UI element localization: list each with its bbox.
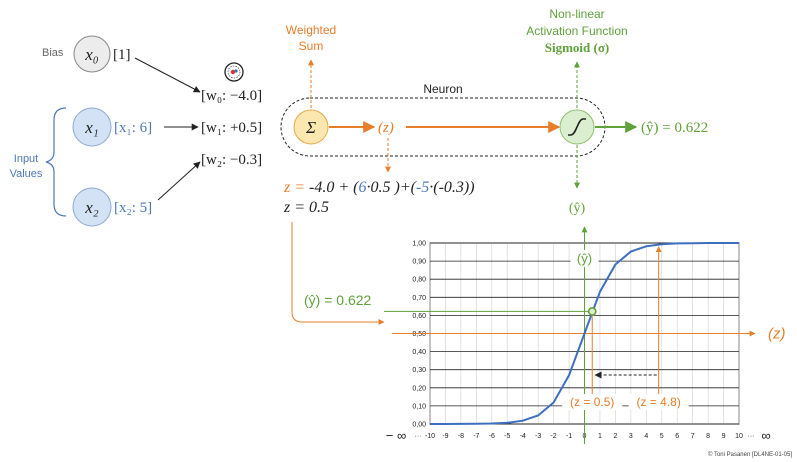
bias-node bbox=[73, 35, 111, 73]
sigmoid-label: Sigmoid (σ) bbox=[545, 40, 610, 55]
activation-label-2: Activation Function bbox=[526, 24, 627, 38]
z05-label-bg bbox=[562, 394, 623, 410]
equation-line-2: z = 0.5 bbox=[283, 199, 329, 216]
weighted-sum-label-2: Sum bbox=[299, 39, 324, 53]
y-tick-label: 0,80 bbox=[412, 277, 426, 284]
input-node-x1 bbox=[72, 107, 112, 147]
x-tick-label: -2 bbox=[550, 433, 556, 440]
equation-line-1: z = -4.0 + (6·0.5 )+(-5·(-0.3)) bbox=[283, 179, 475, 196]
weight-w2: [w₂: −0.3] bbox=[201, 152, 262, 168]
eq-minus5: -5 bbox=[416, 179, 429, 196]
x-tick-label: -7 bbox=[473, 433, 479, 440]
y-tick-label: 0,10 bbox=[412, 403, 426, 410]
z-label: (z) bbox=[378, 120, 394, 136]
x-tick-label: 9 bbox=[722, 433, 726, 440]
x-neg-infinity: − ∞ bbox=[386, 428, 406, 443]
x-tick-label: -8 bbox=[458, 433, 464, 440]
eq-part-3: ·(-0.3)) bbox=[429, 179, 474, 196]
y-tick-label: 0,40 bbox=[412, 349, 426, 356]
y-tick-label: 0,60 bbox=[412, 313, 426, 320]
sigmoid-chart: -10-9-8-7-6-5-4-3-2-10123456789100,000,1… bbox=[304, 226, 786, 444]
x-tick-label: 8 bbox=[706, 433, 710, 440]
input-values-label-1: Input bbox=[14, 153, 38, 165]
x-tick-label: 3 bbox=[629, 433, 633, 440]
target-icon bbox=[224, 62, 244, 82]
x-tick-label: -1 bbox=[566, 433, 572, 440]
x-tick-label: -9 bbox=[442, 433, 448, 440]
input-node-x1-label: x₁ bbox=[84, 118, 98, 137]
bias-label: Bias bbox=[42, 47, 64, 59]
yhat-below-activation: (ŷ) bbox=[569, 201, 586, 216]
x-tick-label: 7 bbox=[691, 433, 695, 440]
y-tick-label: 0,50 bbox=[412, 331, 426, 338]
yhat-marker bbox=[587, 307, 597, 316]
x-tick-label: -5 bbox=[504, 433, 510, 440]
eq-z: z = bbox=[283, 179, 305, 196]
x-tick-label: -10 bbox=[425, 433, 435, 440]
input-values-label-2: Values bbox=[10, 168, 43, 180]
credit: © Toni Pasanen [DL4NE-01-05] bbox=[708, 451, 792, 458]
chart-yhat-value: (ŷ) = 0.622 bbox=[304, 292, 372, 308]
x-dots-left: ··· bbox=[415, 433, 422, 440]
yhat-axis-label-bg bbox=[570, 250, 599, 267]
sum-node bbox=[293, 109, 329, 145]
x-tick-label: 5 bbox=[660, 433, 664, 440]
sigmoid-icon bbox=[568, 118, 586, 136]
z48-label-bg bbox=[628, 394, 689, 410]
equation-to-chart-connector bbox=[291, 222, 385, 325]
x-tick-label: -4 bbox=[520, 433, 526, 440]
z05-label: (z = 0.5) bbox=[570, 395, 614, 409]
neuron-label: Neuron bbox=[423, 82, 462, 96]
bias-node-label: x₀ bbox=[84, 45, 99, 64]
weight-w1: [w₁: +0.5] bbox=[201, 120, 262, 136]
x-tick-label: -3 bbox=[535, 433, 541, 440]
y-tick-label: 0,00 bbox=[412, 422, 426, 429]
input-node-x2-label: x₂ bbox=[84, 198, 99, 217]
weighted-sum-label-1: Weighted bbox=[286, 23, 336, 37]
x-tick-label: 1 bbox=[598, 433, 602, 440]
weight-w0: [w₀: −4.0] bbox=[201, 88, 262, 104]
y-tick-label: 0,70 bbox=[412, 295, 426, 302]
input-x1-value: [x₁: 6] bbox=[114, 120, 152, 136]
y-tick-label: 1,00 bbox=[412, 241, 426, 248]
x-tick-label: 6 bbox=[675, 433, 679, 440]
x-tick-label: 10 bbox=[735, 433, 743, 440]
eq-part-2: ·0.5 )+( bbox=[366, 179, 417, 196]
input-node-x2 bbox=[72, 187, 112, 227]
activation-label-1: Non-linear bbox=[549, 7, 604, 21]
x-tick-label: -6 bbox=[489, 433, 495, 440]
arrow-bias-to-w0 bbox=[134, 57, 201, 93]
x-pos-infinity: ∞ bbox=[761, 428, 770, 443]
yhat-axis-label: (ŷ) bbox=[577, 251, 592, 266]
eq-part-1: -4.0 + ( bbox=[305, 179, 360, 196]
x-tick-label: 2 bbox=[613, 433, 617, 440]
eq-six: 6 bbox=[358, 179, 366, 196]
sigmoid-curve bbox=[430, 242, 739, 425]
y-tick-label: 0,30 bbox=[412, 367, 426, 374]
y-tick-label: 0,20 bbox=[412, 385, 426, 392]
arrow-x2-to-w2 bbox=[157, 161, 201, 201]
x-dots-right: ··· bbox=[748, 433, 755, 440]
sum-symbol: Σ bbox=[305, 118, 316, 137]
input-values-brace bbox=[45, 107, 67, 217]
y-tick-label: 0,90 bbox=[412, 259, 426, 266]
x-tick-label: 4 bbox=[644, 433, 648, 440]
z48-label: (z = 4.8) bbox=[636, 395, 680, 409]
bias-value: [1] bbox=[113, 47, 131, 63]
output-value: (ŷ) = 0.622 bbox=[641, 120, 708, 136]
z-axis-label: (z) bbox=[768, 326, 786, 343]
input-x2-value: [x₂: 5] bbox=[114, 200, 152, 216]
